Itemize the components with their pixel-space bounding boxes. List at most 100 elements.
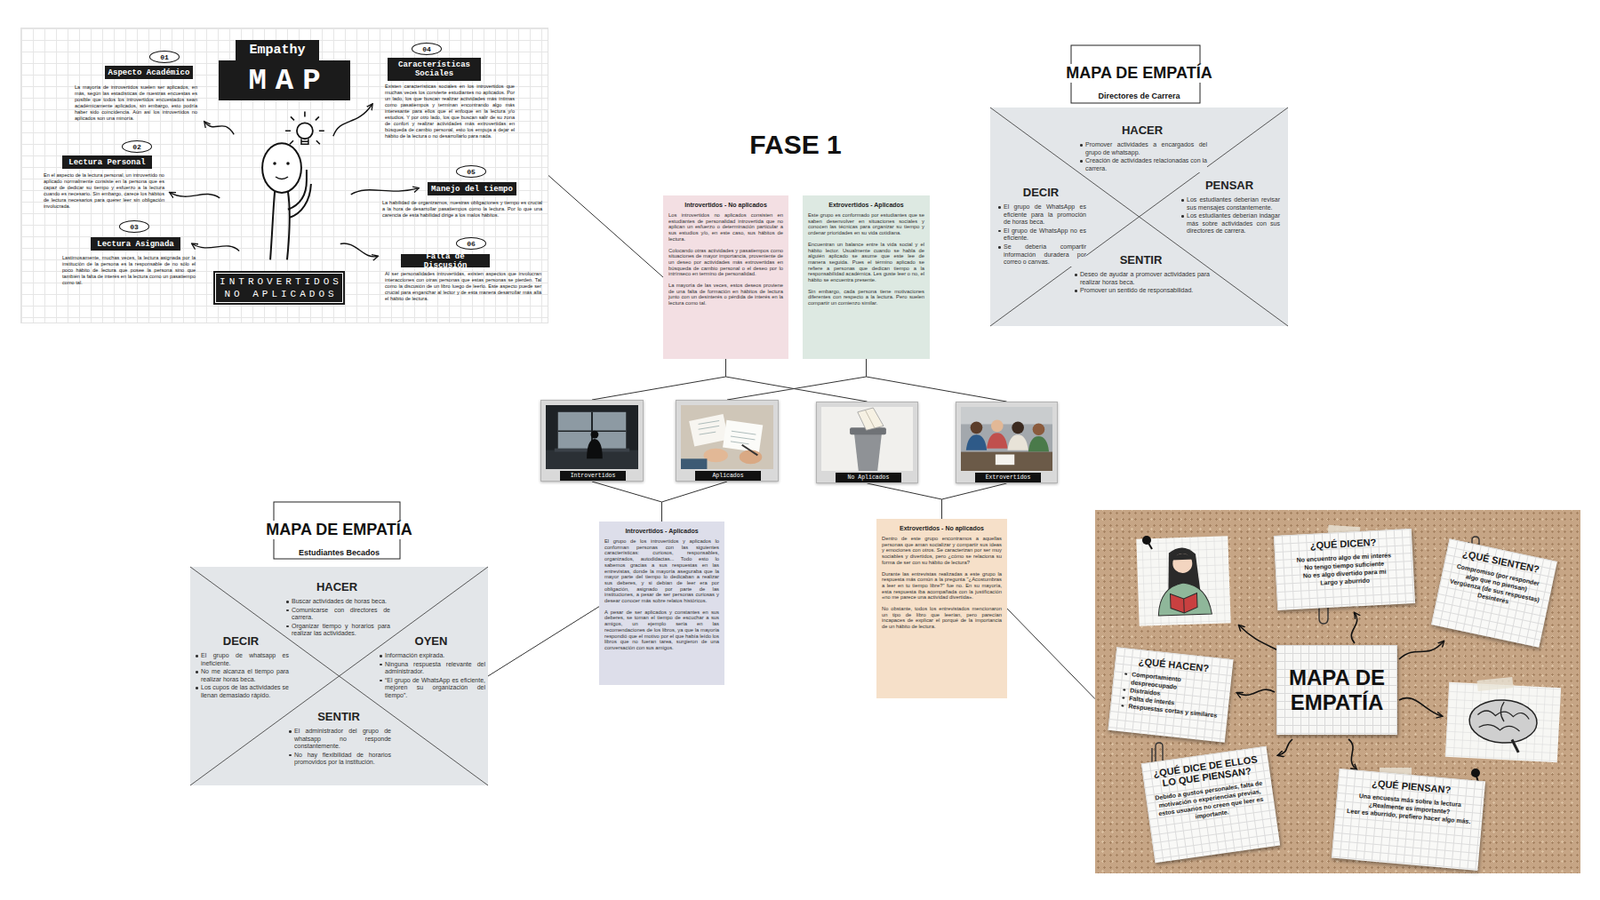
text-slot: 01 <box>149 50 180 64</box>
photo-group <box>960 407 1053 472</box>
group-box: Extrovertidos - No aplicadosDentro de es… <box>876 519 1008 699</box>
text-slot: La habilidad de organizarnos, nuestras o… <box>382 200 543 219</box>
photo-card: Aplicados <box>675 400 779 482</box>
map-subtitle: Directores de Carrera <box>1097 91 1180 101</box>
quadrant-item: Comunicarse con directores de carrera. <box>291 607 391 623</box>
corkboard: MAPA DE EMPATÍA¿QUÉ DICEN?No encuentro a… <box>1095 510 1581 874</box>
center-note: MAPA DE EMPATÍA <box>1276 645 1398 736</box>
connector <box>942 483 1008 520</box>
photo-study-part <box>739 450 763 465</box>
quadrant-item: Organizar tiempo y horarios para realiza… <box>291 623 391 639</box>
quadrant-item: Ninguna respuesta relevante del administ… <box>384 661 486 677</box>
group-text: Este grupo es conformado por estudiantes… <box>808 212 925 237</box>
photo-label: Aplicados <box>695 471 761 481</box>
photo-card: Extrovertidos <box>955 401 1058 484</box>
text-slot: Al ser personalidades introvertidas, exi… <box>384 271 542 303</box>
photo-group-part <box>995 455 1015 466</box>
thinking-figure-part <box>296 122 313 139</box>
quadrant: HACER Promover actividades a encargados d… <box>1077 123 1208 174</box>
text-slot: Características Sociales <box>387 57 481 81</box>
quadrant: DECIREl grupo de WhatsApp es eficiente p… <box>995 185 1087 268</box>
text-slot: MAP <box>218 60 351 101</box>
corkboard-art-part <box>1476 677 1513 692</box>
photo-card: Introvertidos <box>540 400 644 482</box>
quadrant-item: “El grupo de WhatsApp es eficiente, mejo… <box>384 677 486 701</box>
quadrant-heading: PENSAR <box>1202 178 1256 192</box>
text-slot: Manejo del tiempo <box>427 182 517 196</box>
map-word: Empathy <box>235 40 320 61</box>
text-slot: INTROVERTIDOS NO APLICADOS <box>213 271 345 305</box>
callout-number: 02 <box>121 140 152 153</box>
group-text: Los introvertidos no aplicados consisten… <box>668 212 784 243</box>
thinking-figure-part <box>301 138 309 144</box>
text-slot: Lectura Personal <box>62 155 152 169</box>
quadrant-item: Los estudiantes deberían indagar más sob… <box>1186 212 1280 236</box>
text-slot: 02 <box>121 140 152 153</box>
sticky-note: ¿QUÉ PIENSAN?Una encuesta más sobre la l… <box>1331 768 1486 872</box>
text-slot: No Aplicados <box>835 472 902 483</box>
thinking-figure-part <box>169 104 418 256</box>
quadrant: HACERBuscar actividades de horas beca.Co… <box>283 580 391 640</box>
connector <box>866 359 1008 402</box>
quadrant-heading: OYEN <box>412 634 451 648</box>
text-slot: Lectura Asignada <box>90 237 181 251</box>
photo-bin-part <box>857 408 884 431</box>
quadrant-heading: SENTIR <box>1117 253 1166 267</box>
photo-study-part <box>704 448 728 464</box>
section-body: Existen características sociales en los … <box>384 83 515 140</box>
connector <box>1007 608 1096 700</box>
group-text: La mayoría de las veces, estos deseos pr… <box>668 282 784 307</box>
corkboard-art-part <box>1183 599 1185 614</box>
section-body: En el aspecto de la lectura personal, un… <box>43 172 165 210</box>
section-heading: Falta de Discusión <box>400 254 490 268</box>
text-slot: MAPA DE EMPATÍA <box>990 64 1288 83</box>
text-slot: 06 <box>456 237 487 250</box>
photo-study-part <box>688 414 729 448</box>
group-text: Colocando otras actividades y pasatiempo… <box>668 248 784 279</box>
section-body: Al ser personalidades introvertidas, exi… <box>384 271 542 303</box>
corkboard-art-part <box>1169 593 1198 615</box>
connector <box>488 607 600 677</box>
photo-group-part <box>960 407 1053 472</box>
corkboard-art-part <box>1136 536 1231 627</box>
section: 03Lectura AsignadaLastimosamente, muchas… <box>60 218 198 288</box>
quadrant: SENTIREl administrador del grupo de what… <box>286 710 392 768</box>
callout-number: 06 <box>456 237 487 250</box>
text-slot: MAPA DE EMPATÍA <box>190 520 488 540</box>
photo-bin-part <box>821 407 913 472</box>
section-heading: Lectura Asignada <box>90 237 181 251</box>
group-text: A pesar de ser aplicados y constantes en… <box>604 609 720 652</box>
map-title: MAPA DE EMPATÍA <box>1062 64 1216 83</box>
corkboard-art-part <box>1399 698 1442 717</box>
text-slot: En el aspecto de la lectura personal, un… <box>43 172 165 210</box>
text-slot: Empathy <box>235 40 320 61</box>
map-title: MAPA DE EMPATÍA <box>262 520 416 540</box>
connector <box>726 359 868 402</box>
quadrant-item: Se debería compartir información durader… <box>1003 243 1087 267</box>
corkboard-art-part <box>1351 613 1357 644</box>
group-box: Introvertidos - No aplicadosLos introver… <box>663 195 789 360</box>
quadrant-heading: HACER <box>1119 123 1166 137</box>
thinking-figure-part <box>272 161 277 166</box>
corkboard-art-part <box>1146 540 1152 550</box>
quadrant: OYENInformación expirada.Ninguna respues… <box>376 634 486 702</box>
thinking-figure-part <box>192 244 240 252</box>
group-heading: Introvertidos - Aplicados <box>604 528 720 535</box>
photo-introvert <box>545 405 639 470</box>
photo-label: No Aplicados <box>835 472 902 483</box>
quadrant-item: El administrador del grupo de whatsapp n… <box>294 728 392 752</box>
connector <box>592 359 727 400</box>
sticky-note: ¿QUÉ DICE DE ELLOS LO QUE PIENSAN?Debido… <box>1141 746 1280 864</box>
photo-card: No Aplicados <box>816 401 919 484</box>
thinking-figure-part <box>287 192 290 261</box>
quadrant-item: Los estudiantes deberían revisar sus men… <box>1186 196 1280 212</box>
group-text: No obstante, todos los entrevistados men… <box>881 606 1002 631</box>
group-text: Dentro de este grupo encontramos a aquel… <box>881 536 1002 567</box>
empathy-cross-part <box>990 107 1288 327</box>
photo-group-part <box>960 407 1053 424</box>
map-subtitle: Estudiantes Becados <box>298 548 380 558</box>
quadrant-item: Promover actividades a encargados del gr… <box>1085 141 1208 157</box>
photo-introvert-part <box>591 431 600 440</box>
photo-study-part <box>698 421 720 436</box>
